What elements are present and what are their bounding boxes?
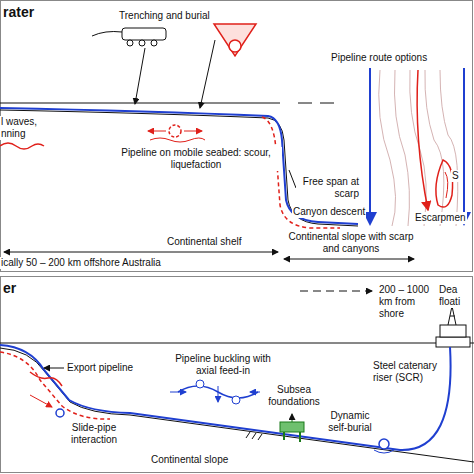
subsea-foundation xyxy=(280,414,304,442)
mobile-seabed-symbol xyxy=(148,125,205,142)
escarpment xyxy=(436,160,453,207)
drawing-stroke xyxy=(448,306,456,325)
zone-label: Continental shelf xyxy=(166,236,243,248)
drawing-stroke xyxy=(196,380,204,388)
drawing-stroke xyxy=(135,48,145,104)
drawing-stroke xyxy=(170,392,186,393)
drawing-stroke xyxy=(246,432,250,438)
drawing-stroke xyxy=(139,40,145,46)
callout-label: Trenching and burial xyxy=(118,10,211,22)
drawing-stroke xyxy=(218,386,219,402)
seabed-hatch xyxy=(246,432,262,440)
seabed xyxy=(0,348,474,462)
extent-arrow xyxy=(4,252,278,253)
drawing-stroke xyxy=(92,32,122,37)
route-arrow xyxy=(369,68,371,224)
map-label: Escarpmen xyxy=(414,212,467,224)
distance-label: 200 – 1000 km from shore xyxy=(378,284,440,320)
drawing-stroke xyxy=(436,337,470,347)
panel-title: er xyxy=(2,280,17,296)
sea-surface xyxy=(0,103,280,104)
drawing-stroke xyxy=(299,432,301,442)
leader-line xyxy=(44,368,64,369)
drawing-stroke xyxy=(200,40,215,108)
zone-label: Continental slope with scarp and canyons xyxy=(285,231,417,255)
callout-label: Steel catenary riser (SCR) xyxy=(372,360,448,384)
drawing-stroke xyxy=(298,103,312,104)
route-arrow xyxy=(417,70,428,210)
extent-arrow xyxy=(284,259,414,260)
trench-section xyxy=(214,24,256,56)
leader-line xyxy=(289,170,296,188)
callout-label: l waves, nning xyxy=(0,116,44,140)
drawing-stroke xyxy=(320,103,334,104)
route-arrow xyxy=(463,68,465,224)
callout-label: Canyon descent xyxy=(292,206,366,218)
drawing-stroke xyxy=(122,28,166,40)
wave-motion xyxy=(0,143,44,149)
trencher xyxy=(92,28,166,46)
drawing-stroke xyxy=(379,439,389,449)
callout-label: Pipeline route options xyxy=(330,52,428,64)
panel-title: rater xyxy=(2,4,35,20)
sea-surface xyxy=(0,343,474,344)
drawing-stroke xyxy=(258,434,262,440)
drawing-stroke xyxy=(169,125,181,137)
drawing-stroke xyxy=(232,396,240,404)
drawing-stroke xyxy=(252,433,256,439)
zone-label: Continental slope xyxy=(150,454,229,466)
map-label: S xyxy=(451,170,460,182)
callout-label: Dynamic self-burial xyxy=(320,410,380,434)
drawing-stroke xyxy=(280,422,304,432)
callout-label: Dea floati xyxy=(438,284,472,308)
panel-frame xyxy=(1,277,473,473)
drawing-stroke xyxy=(127,40,133,46)
drawing-stroke xyxy=(30,372,62,386)
drawing-stroke xyxy=(379,70,396,226)
callout-label: Export pipeline xyxy=(66,362,134,374)
drawing-stroke xyxy=(394,70,409,226)
callout-label: Subsea foundations xyxy=(260,384,328,408)
drawing-stroke xyxy=(184,131,202,132)
route-map xyxy=(379,70,458,226)
callout-label: Pipeline on mobile seabed: scour, liquef… xyxy=(110,147,282,171)
drawing-stroke xyxy=(214,24,256,56)
slide-arrows xyxy=(30,395,64,417)
drawing-stroke xyxy=(30,395,52,407)
callout-label: Slide-pipe interaction xyxy=(56,422,132,446)
panel-frame xyxy=(1,1,473,272)
floating-platform xyxy=(436,306,470,347)
callout-label: Free span at scarp xyxy=(296,176,360,200)
drawing-stroke xyxy=(283,432,285,440)
distance-arrow xyxy=(300,291,372,292)
drawing-stroke xyxy=(374,450,394,453)
callout-label: Pipeline buckling with axial feed-in xyxy=(166,353,280,377)
buckling-symbol xyxy=(170,380,266,404)
self-burial-symbol xyxy=(374,439,394,453)
drawing-stroke xyxy=(410,70,427,226)
zone-label: ically 50 – 200 km offshore Australia xyxy=(0,257,162,269)
drawing-stroke xyxy=(440,325,466,337)
drawing-stroke xyxy=(445,172,448,198)
drawing-stroke xyxy=(56,409,64,417)
drawing-stroke xyxy=(151,40,157,46)
pipeline-riser xyxy=(0,345,451,450)
drawing-stroke xyxy=(229,40,241,52)
drawing-stroke xyxy=(292,414,293,422)
drawing-stroke xyxy=(148,131,166,132)
drawing-stroke xyxy=(150,138,205,142)
